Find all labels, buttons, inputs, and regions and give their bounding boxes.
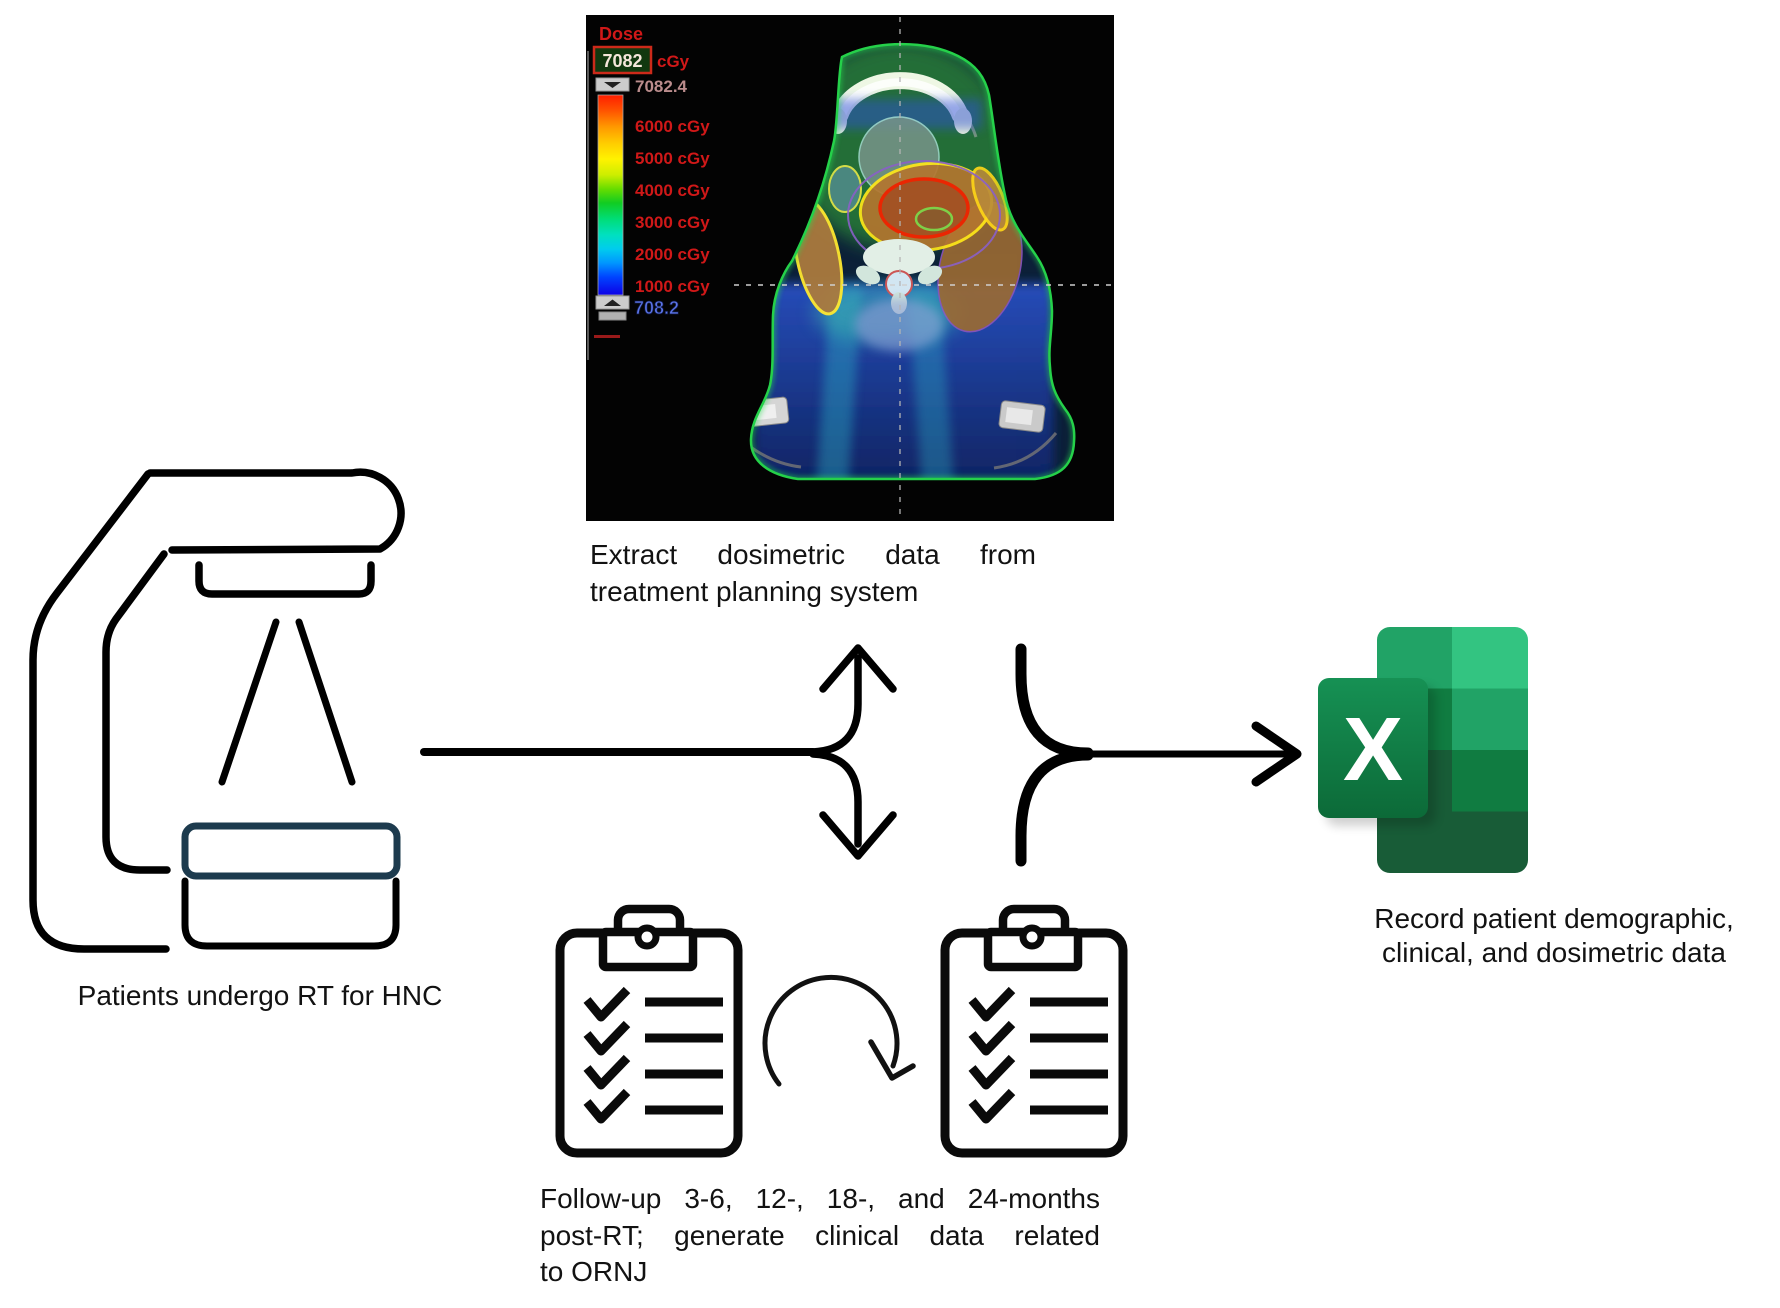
followup-caption: Follow-up 3-6, 12-, 18-, and 24-months p… [540,1181,1100,1291]
dose-unit: cGy [657,52,690,71]
beam-line-right [295,618,356,786]
gantry-inner [102,550,171,874]
dose-max-label: 7082.4 [635,77,688,96]
clipboard-icon-first [555,904,743,1158]
gantry-outer [29,470,170,953]
dose-value-box [592,45,653,75]
arrowhead-right-icon [1251,721,1302,787]
followup-caption-line3: to ORNJ [540,1256,648,1287]
excel-icon: X [1318,627,1528,873]
tps-caption-line2: treatment planning system [590,576,919,607]
tps-caption: Extract dosimetric data from treatment p… [590,536,1036,610]
arrowhead-down-icon [819,811,897,860]
dose-level-label: 5000 cGy [635,149,710,168]
dose-value: 7082 [602,51,642,71]
ct-axial-slice [750,44,1074,479]
record-caption: Record patient demographic, clinical, an… [1334,902,1774,970]
gantry-arm [146,468,405,554]
cycle-arrow-icon [762,974,916,1087]
clip-hole [1019,924,1045,950]
checklist [583,986,723,1124]
checklist [968,986,1108,1124]
treatment-couch [181,822,401,880]
collimator-head [195,561,375,598]
merge-arrow [1015,643,1302,867]
dose-level-label: 2000 cGy [635,245,710,264]
excel-letter: X [1343,700,1403,800]
record-caption-line2: clinical, and dosimetric data [1382,937,1726,968]
clip-handle [613,904,685,947]
dose-level-label: 4000 cGy [635,181,710,200]
dose-colorbar [597,94,624,296]
linac-caption: Patients undergo RT for HNC [77,980,443,1011]
clip-plate [598,927,698,972]
beam-line-left [218,618,280,786]
dose-level-label: 1000 cGy [635,277,710,296]
clipboard-icon-second [940,904,1128,1158]
followup-caption-line1: Follow-up 3-6, 12-, 18-, and 24-months [540,1183,1100,1214]
dose-legend: Dose 7082 cGy 7082.4 6000 cGy 5000 cGy 4… [587,24,710,360]
chevron-down-icon [604,82,621,88]
clip-plate [983,927,1083,972]
dose-level-label: 6000 cGy [635,117,710,136]
couch-pedestal [181,877,400,950]
chevron-up-icon [604,299,621,306]
tps-dose-screenshot: Dose 7082 cGy 7082.4 6000 cGy 5000 cGy 4… [586,15,1114,521]
arrowhead-up-icon [819,644,897,693]
record-caption-line1: Record patient demographic, [1374,903,1734,934]
split-arrow [420,644,897,860]
followup-caption-line2: post-RT; generate clinical data related [540,1219,1100,1251]
dose-legend-title: Dose [599,24,643,44]
dose-level-label: 3000 cGy [635,213,710,232]
tps-caption-line1: Extract dosimetric data from [590,539,1036,570]
linac-icon [29,468,405,953]
dose-min-label: 708.2 [634,298,679,318]
clip-handle [998,904,1070,947]
clip-hole [634,924,660,950]
